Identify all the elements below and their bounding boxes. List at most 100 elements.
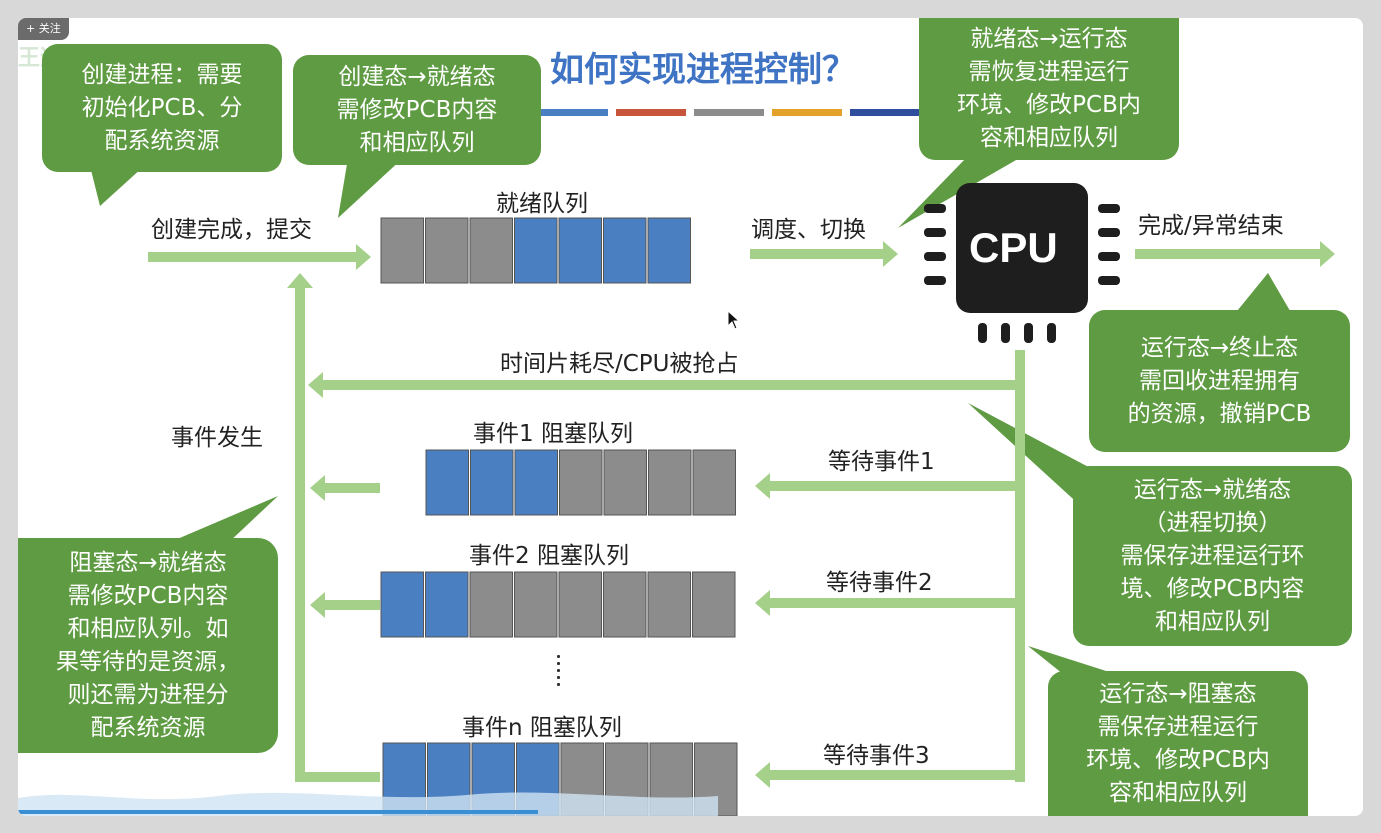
title-stripe-segment [538,109,608,116]
arrow-create-submit [148,252,358,262]
queue-cell-gray [469,217,513,284]
queue-cell-blue [380,571,424,638]
arrow-create-submit-head [356,244,371,270]
bubble-line: 创建进程：需要 [81,61,243,88]
slide-frame: + 关注 王道论坛 bilibili 如何实现进程控制？ 创建完成，提交 就绪队… [18,18,1363,816]
ready-queue [380,217,691,284]
arrow-event-vertical-head [287,273,313,288]
arrow-schedule [750,249,885,259]
arrow-queue2-out-head [310,592,325,618]
label-create-submit: 创建完成，提交 [151,217,312,243]
bubble-line: 运行态→就绪态 [1133,476,1292,503]
bubble-running-to-terminated: 运行态→终止态需回收进程拥有的资源，撤销PCB [1089,310,1350,452]
queue-cell-blue [603,217,647,284]
tail-running-to-terminated [1233,273,1293,316]
bubble-line: 配系统资源 [90,714,206,741]
queue-cell-blue [514,449,558,516]
bubble-line: 和相应队列 [359,129,475,156]
bubble-create-to-ready: 创建态→就绪态需修改PCB内容和相应队列 [293,55,541,165]
arrow-wait-1 [768,481,1025,491]
queue-cell-blue [558,217,602,284]
bubble-line: 需回收进程拥有 [1139,367,1300,394]
queue-cell-blue [647,217,691,284]
follow-button[interactable]: + 关注 [18,18,69,40]
arrow-timeslice-head [308,372,323,398]
block-queue-2 [380,571,736,638]
arrow-queue2-out [323,600,380,610]
bubble-running-to-ready: 运行态→就绪态（进程切换）需保存进程运行环境、修改PCB内容和相应队列 [1073,466,1352,646]
tail-blocked-to-ready [168,496,278,543]
label-finish-abnormal: 完成/异常结束 [1138,213,1284,239]
label-wait-event-2: 等待事件2 [826,570,933,596]
arrow-wait-1-head [755,473,770,499]
queue-cell-gray [692,449,736,516]
title-stripe-segment [850,109,920,116]
block-queue-1 [425,449,736,516]
queue-cell-blue [470,449,514,516]
arrow-event-bottom [295,772,380,782]
bubble-line: 创建态→就绪态 [338,63,496,90]
arrow-wait-3 [768,770,1025,780]
bubble-line: 需保存进程运行环 [1120,542,1305,569]
bubble-line: 需修改PCB内容 [67,582,229,609]
label-schedule-switch: 调度、切换 [751,217,866,243]
label-wait-event-3: 等待事件3 [823,743,930,769]
label-block-queue-n: 事件n 阻塞队列 [462,715,622,741]
arrow-finish-head [1320,241,1335,267]
tail-create-to-ready [338,158,403,218]
bubble-running-to-blocked: 运行态→阻塞态需保存进程运行环境、修改PCB内容和相应队列 [1048,671,1308,816]
label-block-queue-2: 事件2 阻塞队列 [469,543,629,569]
arrow-queue1-out [323,483,380,493]
bubble-line: 初始化PCB、分 [81,94,243,121]
bubble-line: 环境、修改PCB内 [957,92,1141,118]
queue-cell-blue [514,217,558,284]
bubble-line: 和相应队列 [1155,608,1270,635]
bubble-ready-to-running: 就绪态→运行态需恢复进程运行环境、修改PCB内容和相应队列 [919,18,1179,160]
bubble-line: 境、修改PCB内容 [1120,575,1305,602]
arrow-cpu-down-line [1015,350,1025,782]
bubble-create-process: 创建进程：需要初始化PCB、分配系统资源 [42,44,282,172]
arrow-queue1-out-head [310,475,325,501]
title-stripe-segment [772,109,842,116]
cpu-chip-icon [924,183,1120,343]
queue-cell-gray [648,449,692,516]
bubble-line: 则还需为进程分 [67,681,229,708]
label-block-queue-1: 事件1 阻塞队列 [473,421,633,447]
bubble-line: 环境、修改PCB内 [1086,746,1270,773]
queue-cell-gray [603,449,647,516]
bubble-line: 容和相应队列 [1109,779,1247,806]
mouse-cursor-icon [727,310,741,330]
queue-cell-gray [514,571,558,638]
arrow-finish [1135,249,1322,259]
bubble-line: 的资源，撤销PCB [1127,400,1312,427]
queue-cell-gray [425,217,469,284]
bubble-blocked-to-ready: 阻塞态→就绪态需修改PCB内容和相应队列。如果等待的是资源，则还需为进程分配系统… [18,538,278,753]
bubble-line: 阻塞态→就绪态 [69,549,227,576]
queue-cell-gray [692,571,736,638]
cpu-label: CPU [969,224,1058,271]
tail-running-to-blocked [1028,646,1128,678]
queue-cell-gray [559,449,603,516]
label-timeslice: 时间片耗尽/CPU被抢占 [500,351,739,377]
queue-cell-gray [558,571,602,638]
bubble-line: 容和相应队列 [980,125,1118,151]
bubble-line: 需恢复进程运行 [968,59,1130,85]
ellipsis-dots [556,651,560,690]
bubble-line: 运行态→终止态 [1140,334,1299,361]
arrow-wait-3-head [755,762,770,788]
page-title: 如何实现进程控制？ [550,50,856,90]
queue-cell-blue [425,571,469,638]
label-event-occurs: 事件发生 [171,425,263,451]
queue-cell-gray [603,571,647,638]
arrow-timeslice [321,380,1025,390]
queue-cell-gray [647,571,691,638]
title-stripe-segment [616,109,686,116]
label-wait-event-1: 等待事件1 [828,449,935,475]
bubble-line: 配系统资源 [104,127,220,154]
queue-cell-gray [380,217,424,284]
bubble-line: 运行态→阻塞态 [1099,680,1257,707]
bubble-line: 需修改PCB内容 [336,96,498,123]
flow-arrows [148,241,1335,788]
bubble-line: 需保存进程运行 [1097,713,1259,740]
queue-cell-gray [469,571,513,638]
